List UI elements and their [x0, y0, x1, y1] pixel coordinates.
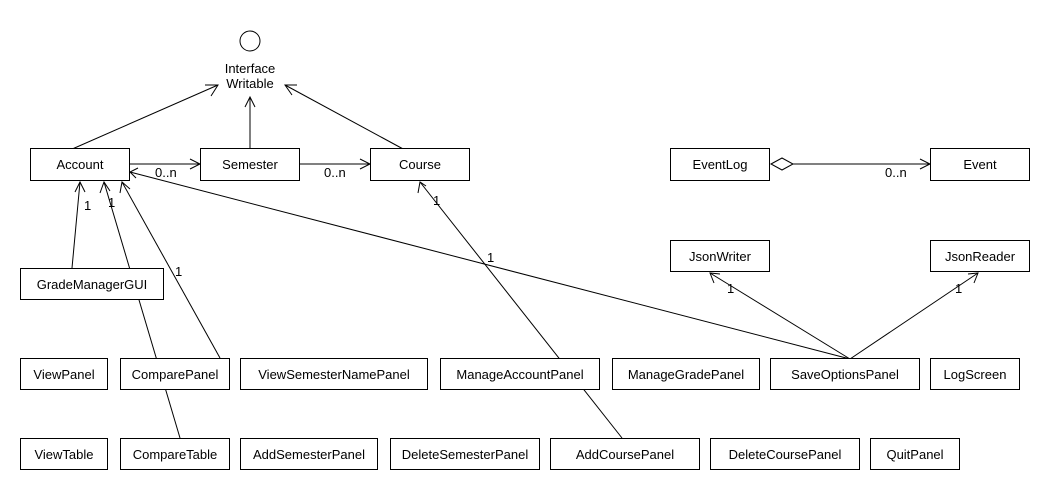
writable-interface-label[interactable]: Interface Writable [200, 61, 300, 91]
multiplicity-semester-course: 0..n [324, 165, 346, 180]
addcourse-course-edge [417, 181, 623, 439]
interface-keyword: Interface [224, 61, 276, 76]
interface-name: Writable [226, 76, 274, 91]
class-addcoursepanel[interactable]: AddCoursePanel [550, 438, 700, 470]
multiplicity-saveoptions-reader: 1 [955, 281, 963, 296]
class-viewsemesternamepanel[interactable]: ViewSemesterNamePanel [240, 358, 428, 390]
class-jsonreader[interactable]: JsonReader [930, 240, 1030, 272]
class-eventlog[interactable]: EventLog [670, 148, 770, 181]
saveoptions-reader-edge [849, 272, 979, 360]
multiplicity-eventlog-event: 0..n [885, 165, 907, 180]
gui-account-edge [71, 180, 86, 269]
class-grademanagergui[interactable]: GradeManagerGUI [20, 268, 164, 300]
class-comparepanel[interactable]: ComparePanel [120, 358, 230, 390]
account-writable-edge [69, 84, 219, 151]
comparepanel-account-edge [119, 181, 221, 359]
class-jsonwriter[interactable]: JsonWriter [670, 240, 770, 272]
multiplicity-addcourse-course: 1 [433, 193, 441, 208]
class-addsemesterpanel[interactable]: AddSemesterPanel [240, 438, 378, 470]
class-event[interactable]: Event [930, 148, 1030, 181]
saveoptions-writer-edge [709, 272, 851, 360]
multiplicity-saveoptions-account: 1 [487, 250, 495, 265]
multiplicity-account-semester: 0..n [155, 165, 177, 180]
course-writable-edge [284, 84, 406, 151]
class-viewtable[interactable]: ViewTable [20, 438, 108, 470]
comparetable-account-edge [99, 180, 181, 439]
semester-writable-edge [244, 95, 256, 150]
saveoptions-account-edge [129, 167, 851, 360]
class-saveoptionspanel[interactable]: SaveOptionsPanel [770, 358, 920, 390]
class-viewpanel[interactable]: ViewPanel [20, 358, 108, 390]
class-account[interactable]: Account [30, 148, 130, 181]
class-comparetable[interactable]: CompareTable [120, 438, 230, 470]
interface-circle-icon [239, 30, 261, 52]
multiplicity-comparetable-account: 1 [108, 195, 116, 210]
class-deletesemesterpanel[interactable]: DeleteSemesterPanel [390, 438, 540, 470]
eventlog-event-edge [769, 157, 932, 171]
class-semester[interactable]: Semester [200, 148, 300, 181]
class-deletecoursepanel[interactable]: DeleteCoursePanel [710, 438, 860, 470]
multiplicity-comparepanel-account: 1 [175, 264, 183, 279]
class-managegradepanel[interactable]: ManageGradePanel [612, 358, 760, 390]
class-logscreen[interactable]: LogScreen [930, 358, 1020, 390]
class-course[interactable]: Course [370, 148, 470, 181]
class-manageaccountpanel[interactable]: ManageAccountPanel [440, 358, 600, 390]
multiplicity-gui-account: 1 [84, 198, 92, 213]
class-quitpanel[interactable]: QuitPanel [870, 438, 960, 470]
multiplicity-saveoptions-writer: 1 [727, 281, 735, 296]
